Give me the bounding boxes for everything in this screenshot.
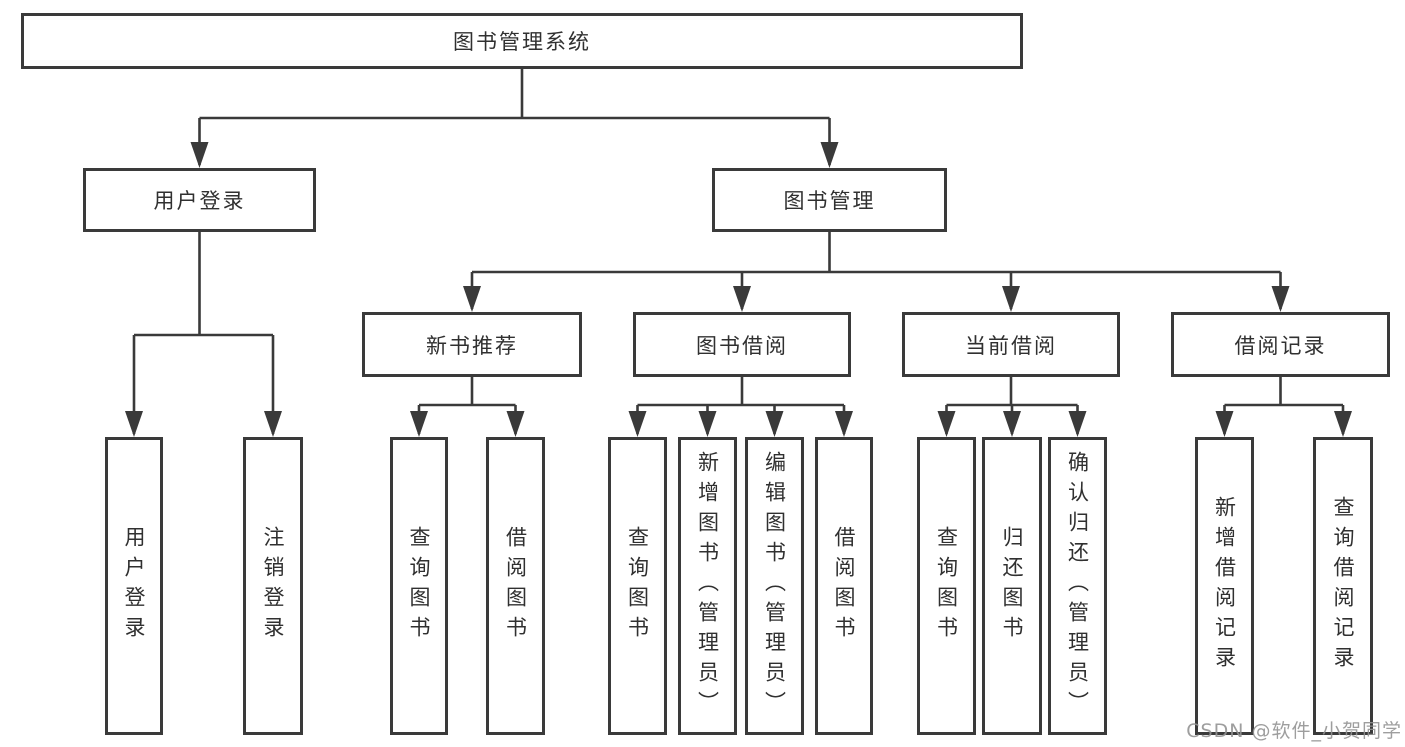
leaf-recommend-query-book: 查询图书 [390,437,448,735]
leaf-current-query-book: 查询图书 [917,437,976,735]
leaf-logout: 注销登录 [243,437,303,735]
node-current-borrow: 当前借阅 [902,312,1120,377]
node-borrow-records: 借阅记录 [1171,312,1390,377]
node-new-book-recommend: 新书推荐 [362,312,582,377]
leaf-query-borrow-record: 查询借阅记录 [1313,437,1373,735]
leaf-user-login: 用户登录 [105,437,163,735]
node-user-login: 用户登录 [83,168,316,232]
leaf-return-book: 归还图书 [982,437,1042,735]
leaf-add-borrow-record: 新增借阅记录 [1195,437,1254,735]
node-book-borrow: 图书借阅 [633,312,851,377]
leaf-borrow-query-book: 查询图书 [608,437,667,735]
csdn-watermark: CSDN @软件_小贺同学 [1186,720,1402,742]
leaf-confirm-return-admin: 确认归还（管理员） [1048,437,1107,735]
leaf-recommend-borrow-book: 借阅图书 [486,437,545,735]
leaf-edit-book-admin: 编辑图书（管理员） [745,437,804,735]
leaf-add-book-admin: 新增图书（管理员） [678,437,737,735]
node-library-system: 图书管理系统 [21,13,1023,69]
node-book-management: 图书管理 [712,168,947,232]
leaf-borrow-book: 借阅图书 [815,437,873,735]
